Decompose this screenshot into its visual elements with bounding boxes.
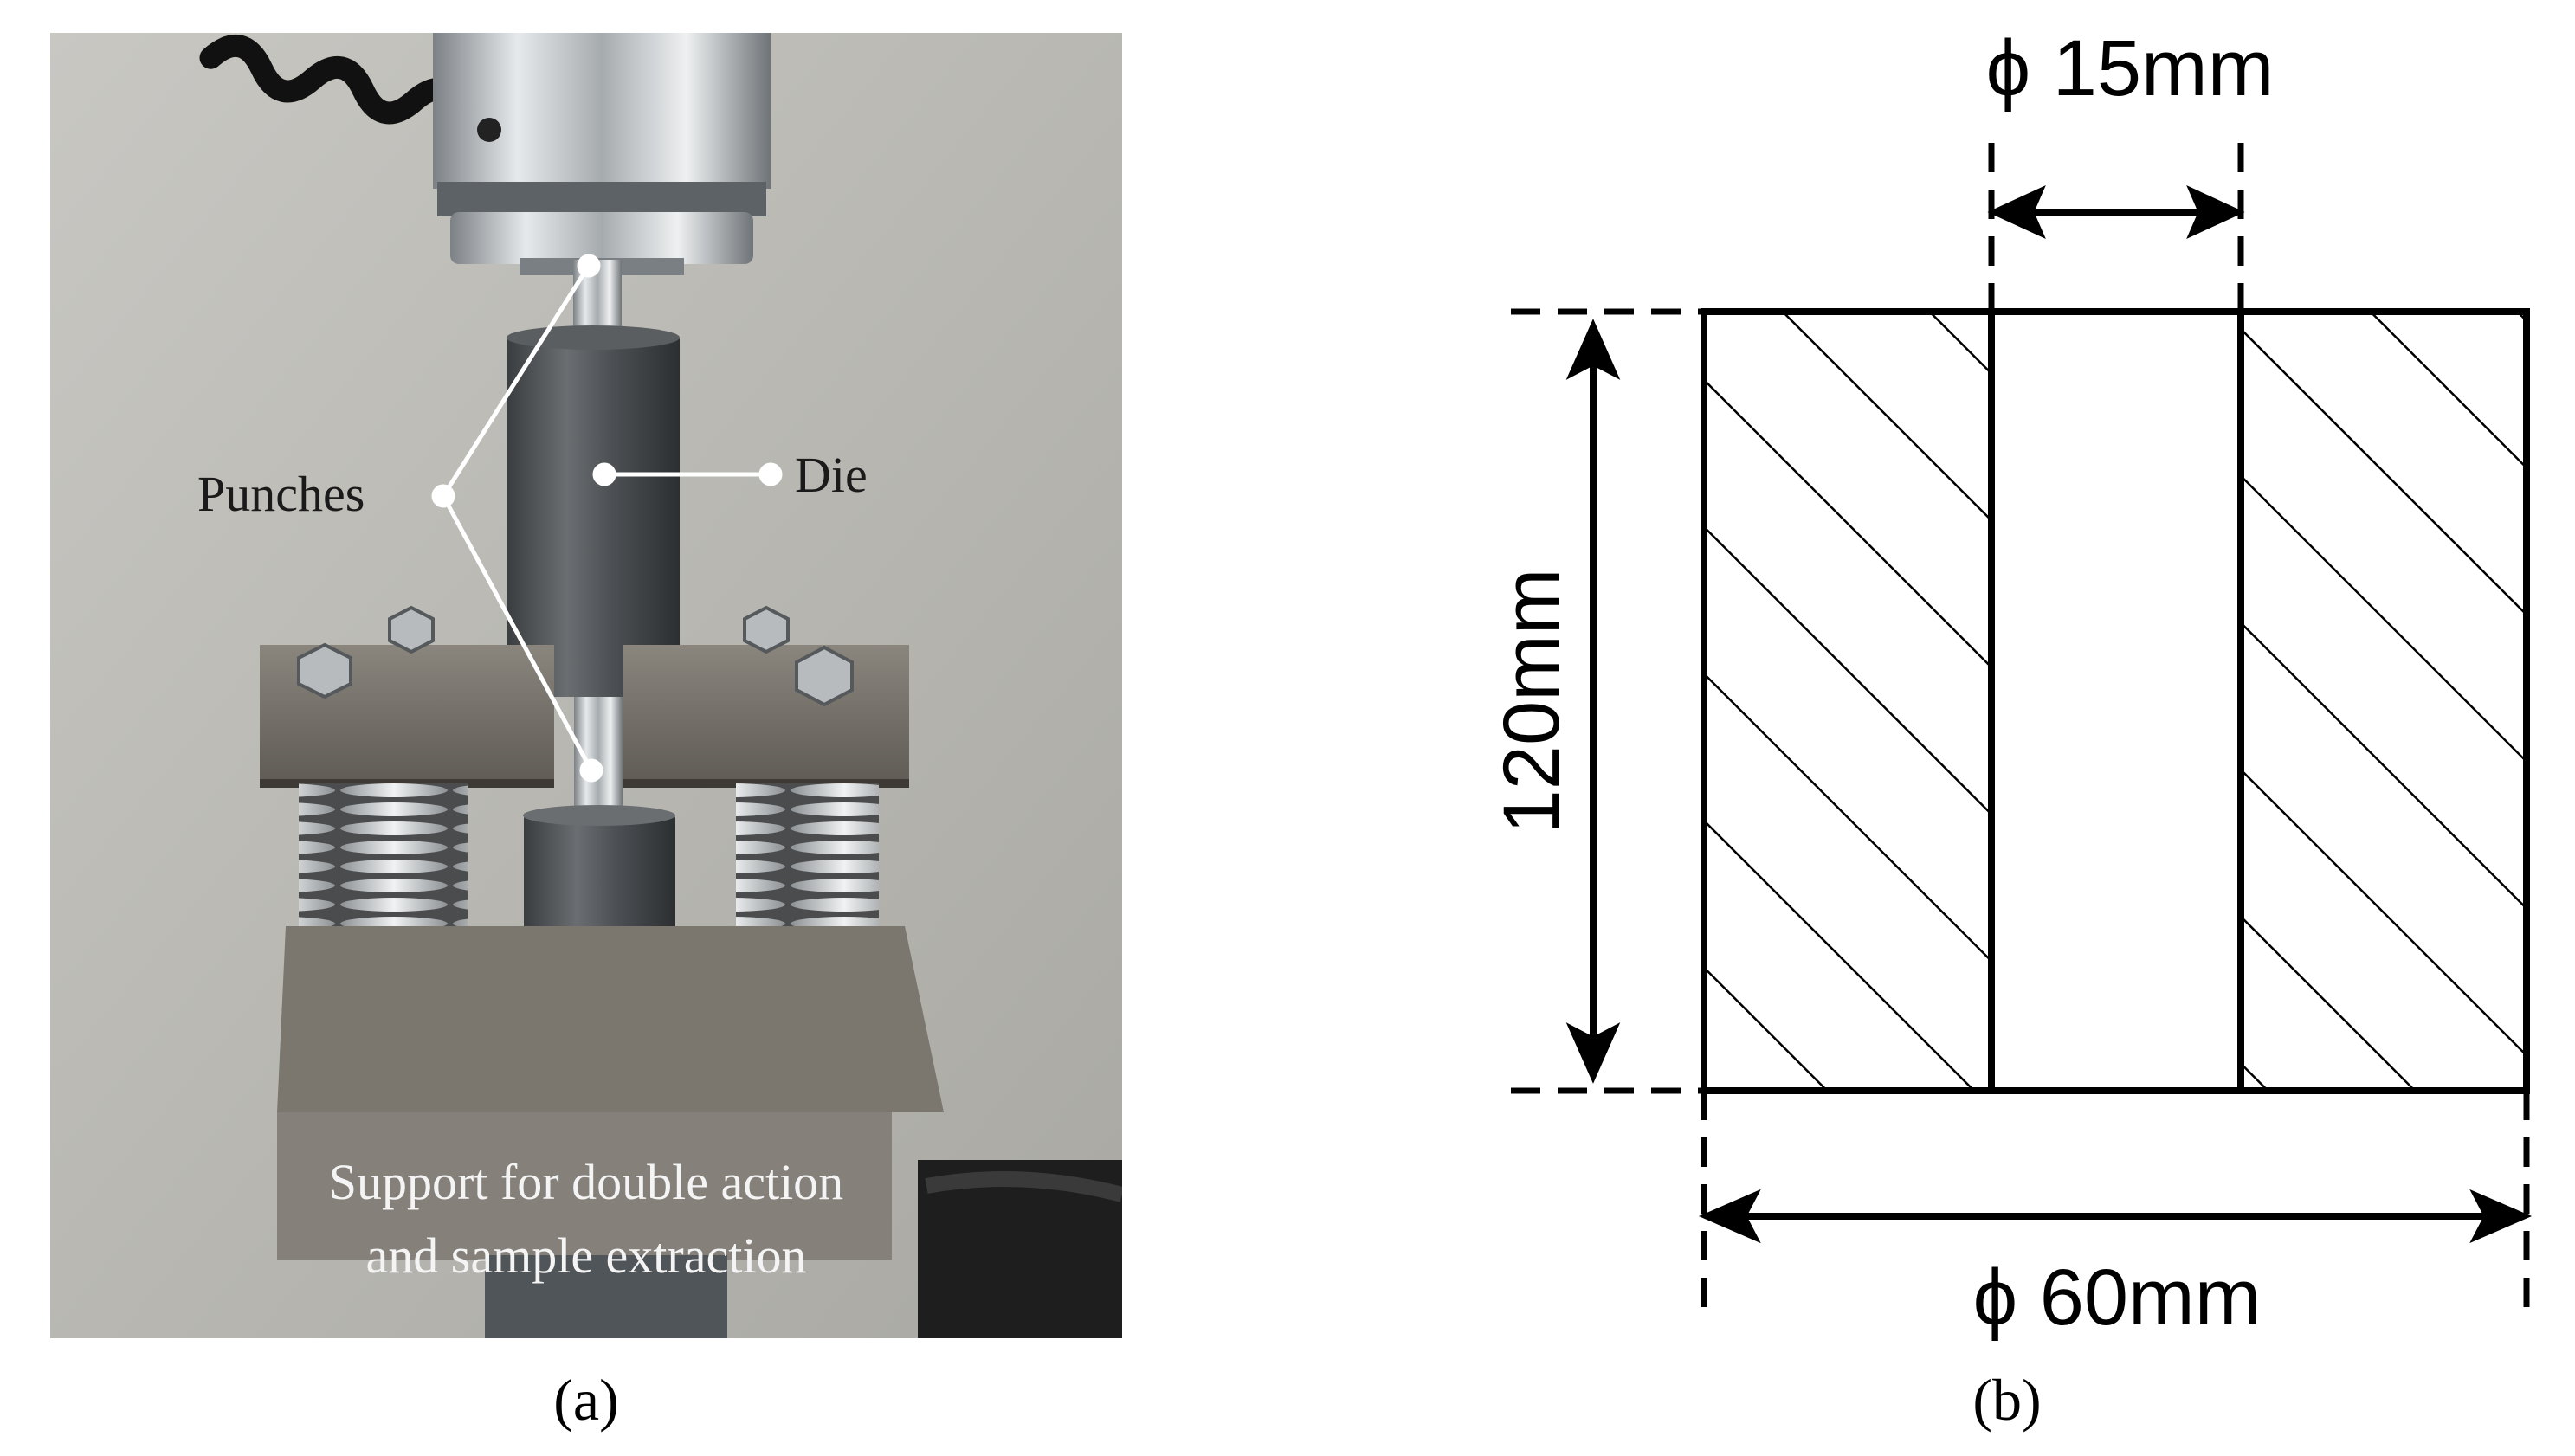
inner-diameter-label: ϕ 15mm — [1986, 24, 2275, 113]
outer-diameter-label: ϕ 60mm — [1973, 1253, 2262, 1342]
panel-b-label: (b) — [1972, 1367, 2041, 1433]
die-body — [507, 325, 680, 697]
panel-a-label: (a) — [553, 1367, 618, 1433]
base-plate — [277, 926, 1122, 1338]
height-label: 120mm — [1488, 569, 1576, 834]
panel-b-drawing — [1511, 143, 2533, 1324]
support-caption-line1: Support for double action — [329, 1154, 843, 1210]
hex-nuts — [297, 605, 854, 707]
callout-lines — [431, 254, 783, 783]
panel-a-photo — [50, 33, 1122, 1338]
punches-label: Punches — [197, 466, 365, 522]
lower-punch — [574, 697, 623, 818]
bore — [1991, 312, 2241, 1091]
support-caption-line2: and sample extraction — [366, 1227, 807, 1284]
die-label: Die — [795, 447, 868, 503]
extension-lines — [1511, 143, 2530, 1324]
left-wall-section — [1704, 312, 1991, 1091]
section-outline — [1701, 308, 2530, 1094]
right-wall-section — [2241, 312, 2527, 1091]
dimension-arrows — [1565, 184, 2533, 1244]
machine-head — [433, 33, 771, 275]
